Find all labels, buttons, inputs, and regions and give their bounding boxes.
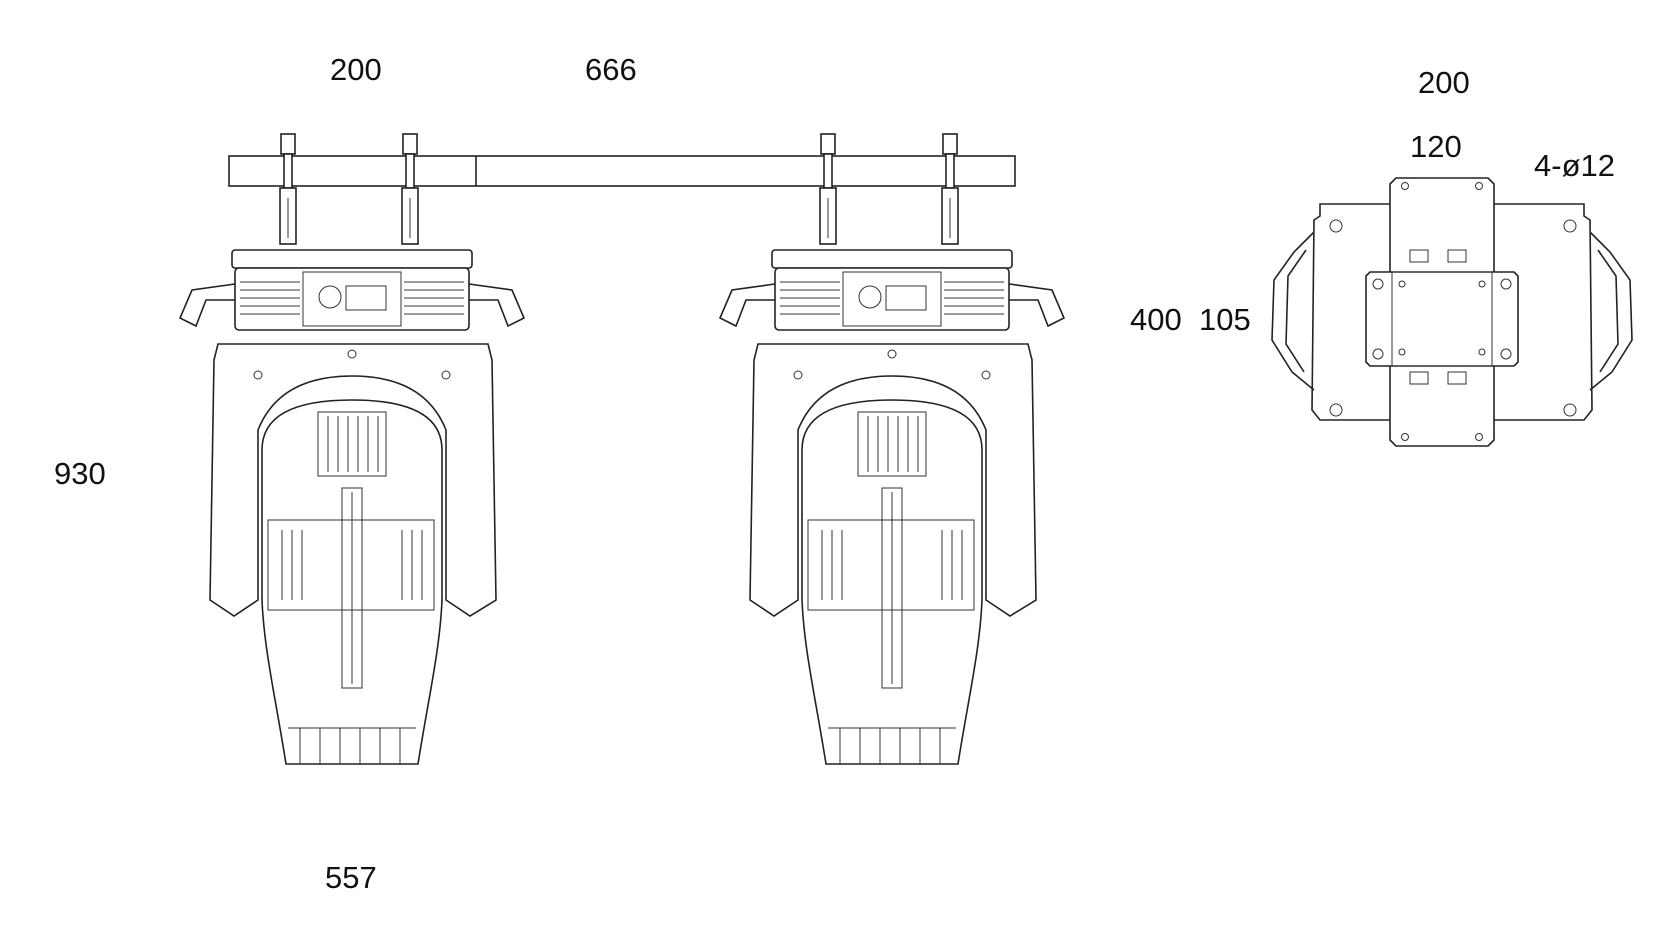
dimension-base-width: 200 bbox=[1418, 65, 1470, 100]
clamp-left-a bbox=[279, 133, 297, 245]
dimension-height: 930 bbox=[54, 456, 106, 491]
dimension-plate-depth: 105 bbox=[1199, 302, 1251, 337]
clamp-right-a bbox=[819, 133, 837, 245]
dimension-holes: 4-ø12 bbox=[1534, 148, 1615, 183]
fixture-front-view-right bbox=[718, 133, 1066, 765]
fixture-top-view bbox=[1271, 177, 1633, 447]
dimension-plate-width: 120 bbox=[1410, 129, 1462, 164]
dimension-clamp-spacing: 200 bbox=[330, 52, 382, 87]
fixture-front-view-left bbox=[178, 133, 526, 765]
dimension-width: 557 bbox=[325, 860, 377, 895]
clamp-right-b bbox=[941, 133, 959, 245]
dimension-fixture-spacing: 666 bbox=[585, 52, 637, 87]
clamp-left-b bbox=[401, 133, 419, 245]
dimension-base-depth: 400 bbox=[1130, 302, 1182, 337]
truss-bar bbox=[228, 155, 1016, 187]
